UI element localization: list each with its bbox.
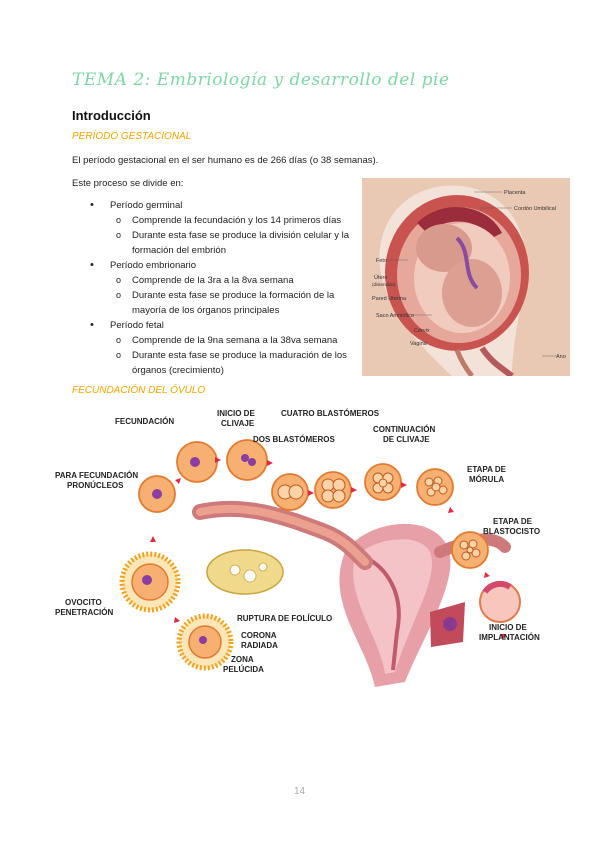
label-continuacion-1: CONTINUACIÓN: [373, 425, 435, 434]
label-placenta: Placenta: [504, 190, 526, 196]
label-saco: Saco Amniótico: [376, 313, 414, 319]
label-cuatro-blastomeros: CUATRO BLASTÓMEROS: [281, 409, 380, 418]
label-zona-2: PELÚCIDA: [223, 665, 264, 674]
label-ano: Ano: [556, 354, 566, 360]
period-fetal-detail: Comprende de la 9na semana a la 38va sem…: [90, 333, 370, 348]
period-fetal-detail: Durante esta fase se produce la maduraci…: [90, 348, 370, 378]
label-blastocisto-1: ETAPA DE: [493, 517, 533, 526]
label-zona-1: ZONA: [231, 655, 254, 664]
period-fetal: Período fetal: [90, 318, 370, 333]
intro-heading: Introducción: [72, 108, 151, 123]
label-utero: Útero: [374, 274, 387, 281]
label-continuacion-2: DE CLIVAJE: [383, 435, 430, 444]
label-ovocito-2: PENETRACIÓN: [55, 608, 113, 617]
page-number: 14: [293, 786, 306, 797]
section-fecundacion-title: FECUNDACIÓN DEL ÓVULO: [72, 385, 206, 396]
periods-list: Período germinal Comprende la fecundació…: [90, 198, 370, 378]
period-germinal: Período germinal: [90, 198, 370, 213]
label-implantacion-2: IMPLANTACIÓN: [479, 633, 540, 642]
paragraph-divided: Este proceso se divide en:: [72, 178, 184, 189]
label-feto: Feto: [376, 258, 387, 264]
label-fecundacion: FECUNDACIÓN: [115, 417, 174, 426]
label-ovocito-1: OVOCITO: [65, 598, 102, 607]
fertilization-diagram: FECUNDACIÓN INICIO DE CLIVAJE CUATRO BLA…: [55, 409, 540, 687]
label-corona-1: CORONA: [241, 631, 277, 640]
label-utero-distendido: (distendido): [372, 282, 396, 287]
label-corona-2: RADIADA: [241, 641, 278, 650]
label-pared: Pared Uterina: [372, 296, 407, 302]
period-embrionario: Período embrionario: [90, 258, 370, 273]
label-pronucleos-1: PARA FECUNDACIÓN: [55, 471, 138, 480]
label-implantacion-1: INICIO DE: [489, 623, 527, 632]
oocyte-corona: [176, 613, 234, 671]
label-cordon: Cordón Umbilical: [514, 206, 556, 212]
label-blastocisto-2: BLASTOCISTO: [483, 527, 540, 536]
label-cervix: Cérvix: [414, 328, 430, 334]
period-embrionario-detail: Comprende de la 3ra a la 8va semana: [90, 273, 370, 288]
period-germinal-detail: Comprende la fecundación y los 14 primer…: [90, 213, 370, 228]
label-inicio-clivaje-2: CLIVAJE: [221, 419, 255, 428]
pregnant-uterus-illustration: Placenta Cordón Umbilical Feto Útero (di…: [362, 178, 570, 376]
label-morula-2: MÓRULA: [469, 475, 504, 484]
paragraph-gestational-length: El período gestacional en el ser humano …: [72, 155, 379, 166]
label-inicio-clivaje-1: INICIO DE: [217, 409, 255, 418]
label-dos-blastomeros: DOS BLASTÓMEROS: [253, 435, 335, 444]
period-germinal-detail: Durante esta fase se produce la división…: [90, 228, 370, 258]
period-embrionario-detail: Durante esta fase se produce la formació…: [90, 288, 370, 318]
oocyte-penetration: [119, 551, 181, 613]
label-pronucleos-2: PRONÚCLEOS: [67, 481, 124, 490]
label-ruptura: RUPTURA DE FOLÍCULO: [237, 614, 332, 623]
label-morula-1: ETAPA DE: [467, 465, 507, 474]
section-gestacional-title: PERÍODO GESTACIONAL: [72, 131, 192, 142]
label-vagina: Vagina: [410, 341, 428, 347]
page-title: TEMA 2: Embriología y desarrollo del pie: [72, 70, 450, 90]
